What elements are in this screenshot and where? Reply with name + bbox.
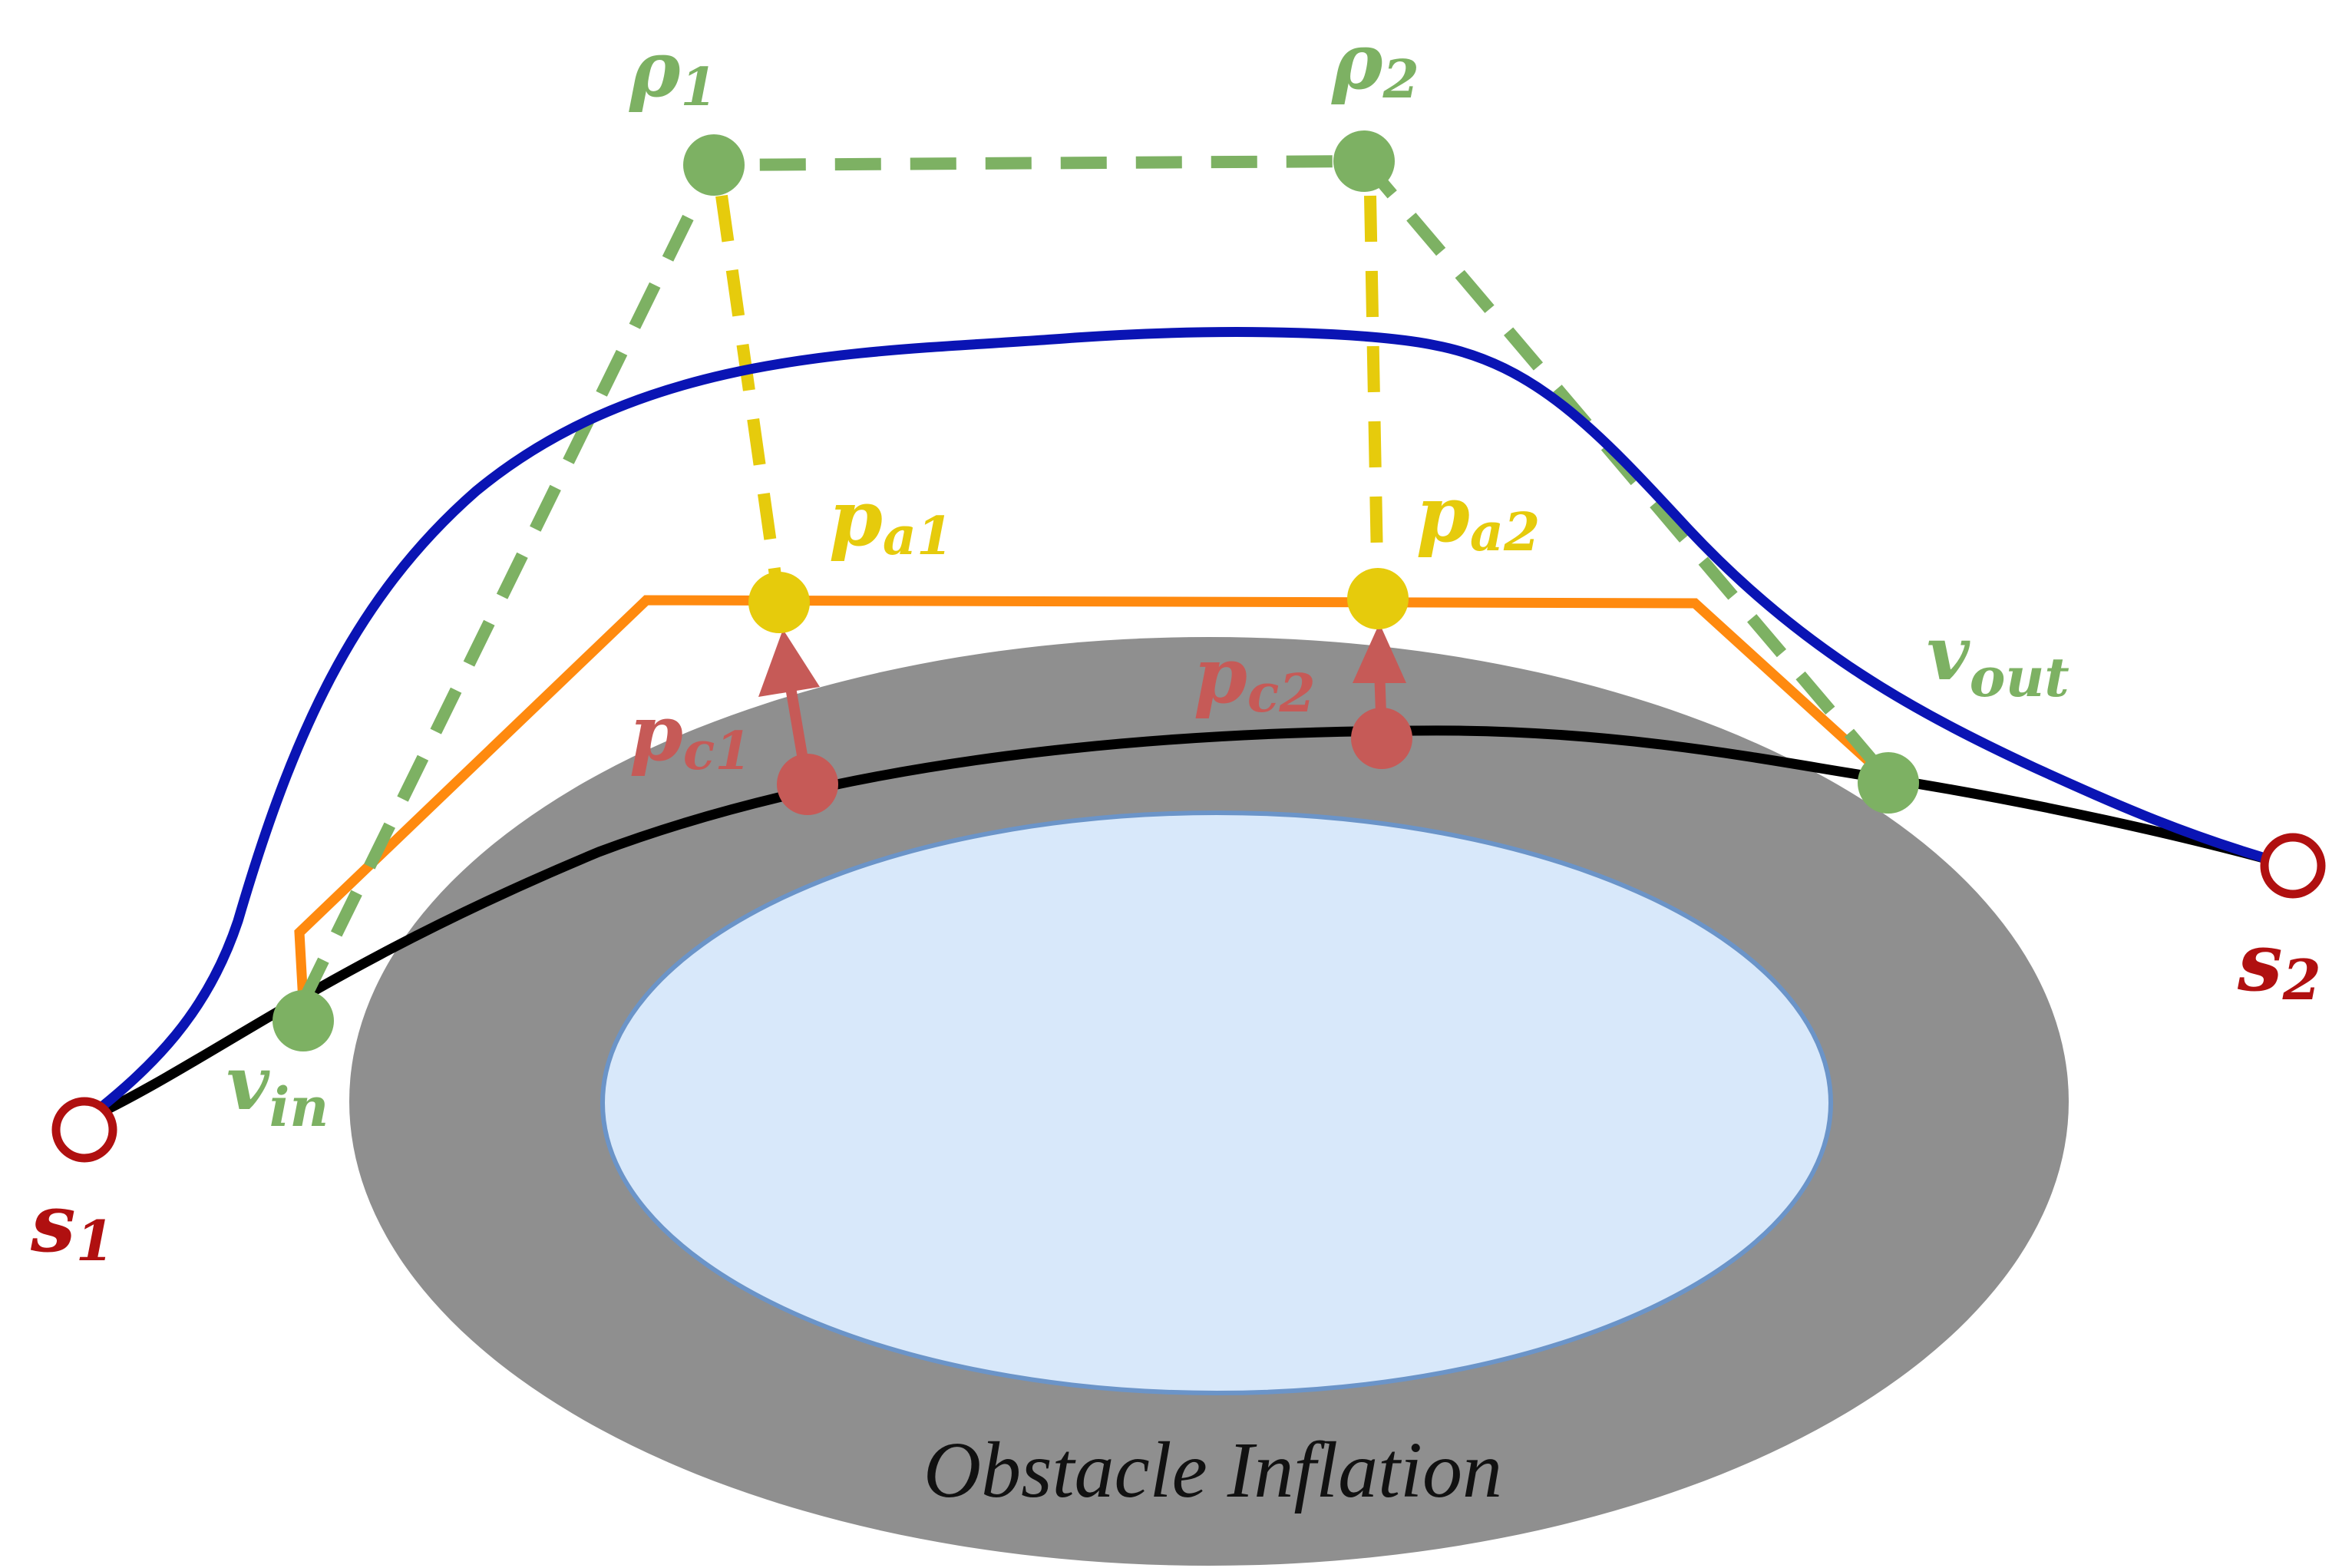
label-pa2: pa2 — [1416, 469, 1540, 563]
start-point-s1 — [51, 1097, 117, 1163]
control-point-rho2 — [1333, 130, 1395, 192]
entry-point-v-in — [273, 990, 334, 1051]
optimized-path — [81, 327, 2293, 1125]
exit-point-v-out — [1858, 752, 1919, 814]
control-point-rho1 — [683, 134, 745, 196]
collision-point-pc2 — [1351, 708, 1412, 769]
goal-point-s2 — [2260, 833, 2326, 899]
anchor-point-pa1 — [748, 572, 810, 633]
label-s1: s1 — [30, 1176, 114, 1273]
reference-path — [82, 725, 2293, 1125]
label-pa1: pa1 — [829, 473, 953, 567]
label-pc2: pc2 — [1194, 630, 1316, 725]
label-rho2: ρ2 — [1331, 16, 1419, 111]
anchor-point-pa2 — [1347, 568, 1409, 629]
obstacle — [600, 810, 1833, 1395]
label-rho1: ρ1 — [629, 24, 717, 118]
label-s2: s2 — [2237, 915, 2321, 1012]
guide-path — [294, 595, 1892, 1002]
projection-line-2 — [1364, 195, 1384, 603]
collision-point-pc1 — [777, 754, 838, 815]
label-pc1: pc1 — [629, 688, 751, 782]
label-v-out: vout — [1927, 610, 2069, 709]
projection-line-1 — [715, 194, 785, 604]
label-v-in: vin — [226, 1040, 329, 1139]
caption-obstacle-inflation: Obstacle Inflation — [923, 1426, 1502, 1514]
